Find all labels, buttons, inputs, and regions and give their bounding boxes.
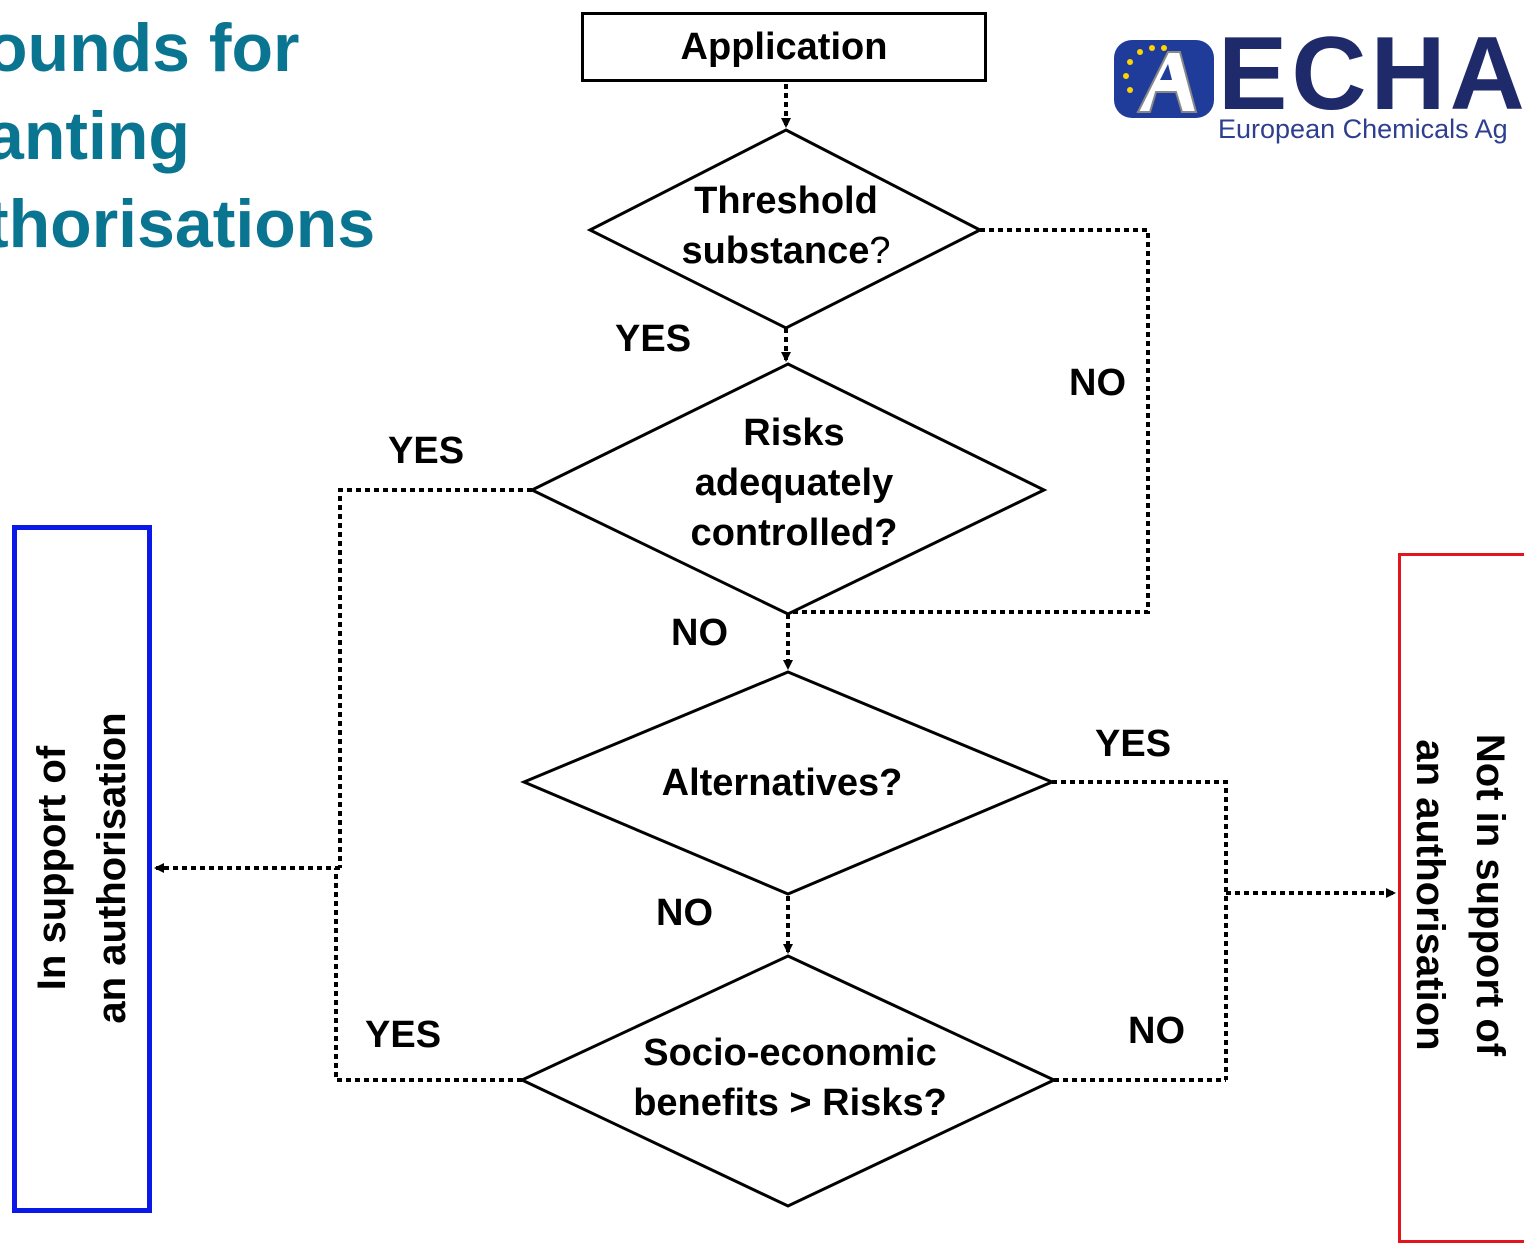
risks-diamond bbox=[528, 362, 1048, 616]
socio-yes-label: YES bbox=[365, 1014, 442, 1056]
risks-yes-label: YES bbox=[388, 430, 465, 472]
title-line-3: thorisations bbox=[0, 186, 376, 262]
not-in-support-text: Not in support of an authorisation bbox=[1400, 734, 1520, 1056]
connector-threshold-no bbox=[788, 228, 1150, 614]
echa-logo: ECHA European Chemicals Ag bbox=[1110, 28, 1524, 152]
logo-word: ECHA bbox=[1218, 28, 1524, 132]
risks-line-1: Risks bbox=[743, 412, 845, 454]
alternatives-no-label: NO bbox=[656, 892, 713, 934]
threshold-line-1: Threshold bbox=[694, 180, 878, 222]
risks-line-2: adequately bbox=[694, 462, 894, 504]
alternatives-text: Alternatives? bbox=[662, 758, 903, 808]
threshold-word: substance bbox=[681, 230, 870, 272]
eu-flag-emblem-icon bbox=[1114, 40, 1214, 118]
socio-line-1: Socio-economic bbox=[643, 1032, 937, 1074]
threshold-no-label: NO bbox=[1069, 362, 1126, 404]
logo-subtitle: European Chemicals Ag bbox=[1218, 114, 1508, 144]
in-support-text: In support of an authorisation bbox=[22, 712, 142, 1023]
application-label: Application bbox=[680, 25, 888, 68]
title-line-1: ounds for bbox=[0, 10, 300, 86]
risks-no-label: NO bbox=[671, 612, 728, 654]
not-in-support-line-1: Not in support of bbox=[1468, 733, 1512, 1057]
connector-socio-yes bbox=[334, 868, 522, 1082]
in-support-line-1: In support of bbox=[30, 745, 74, 991]
application-box: Application bbox=[581, 12, 987, 82]
threshold-text: Threshold substance? bbox=[681, 176, 890, 276]
threshold-diamond bbox=[586, 128, 984, 330]
threshold-question-mark: ? bbox=[869, 230, 891, 272]
socio-text: Socio-economic benefits > Risks? bbox=[633, 1028, 947, 1128]
risks-text: Risks adequately controlled? bbox=[691, 408, 898, 558]
title-line-2: anting bbox=[0, 98, 190, 174]
alternatives-label: Alternatives? bbox=[661, 762, 903, 804]
not-in-support-line-2: an authorisation bbox=[1408, 739, 1452, 1051]
socio-no-label: NO bbox=[1128, 1010, 1185, 1052]
socio-diamond bbox=[518, 954, 1058, 1208]
socio-line-2: benefits > Risks? bbox=[633, 1082, 947, 1124]
risks-line-3: controlled? bbox=[690, 512, 898, 554]
alternatives-yes-label: YES bbox=[1095, 723, 1172, 765]
in-support-line-2: an authorisation bbox=[90, 712, 134, 1024]
alternatives-diamond bbox=[520, 670, 1056, 896]
threshold-line-2: substance? bbox=[681, 226, 890, 276]
in-support-box bbox=[12, 525, 152, 1213]
connector-alternatives-yes bbox=[1052, 780, 1228, 1080]
threshold-yes-label: YES bbox=[615, 318, 692, 360]
connector-risks-yes bbox=[338, 488, 532, 868]
page-title: ounds for anting thorisations bbox=[0, 4, 375, 268]
